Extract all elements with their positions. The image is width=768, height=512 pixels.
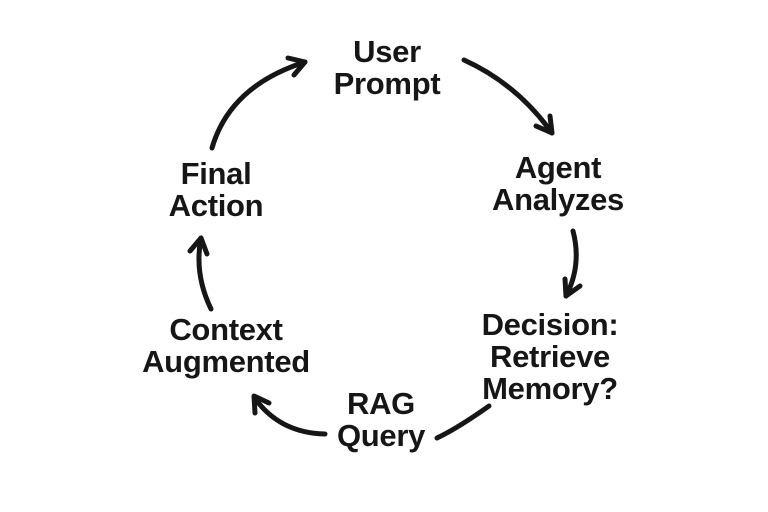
edge-decision-to-rag-curve [434, 403, 492, 441]
node-user-prompt-line: Prompt [333, 66, 441, 101]
edge-context-to-final-arrowhead-icon [187, 235, 210, 257]
node-user-prompt-line: User [353, 34, 421, 69]
node-context-augmented-line: Augmented [142, 344, 310, 379]
edge-rag-to-context-arrow [251, 394, 328, 437]
edge-user-to-agent-arrowhead-icon [533, 113, 555, 136]
node-rag-query-line: Query [336, 418, 426, 453]
edge-agent-to-decision-arrow [563, 228, 579, 299]
node-agent-analyzes-line: Analyzes [492, 182, 624, 217]
node-agent-analyzes: Agent Analyzes [492, 152, 624, 216]
node-decision-line: Memory? [482, 371, 618, 406]
node-decision-line: Decision: [481, 307, 619, 342]
node-decision-line: Retrieve [490, 339, 610, 374]
edge-context-to-final-arrow [196, 235, 214, 312]
edge-rag-to-context-arrowhead-icon [251, 393, 272, 416]
node-context-augmented: Context Augmented [142, 314, 310, 378]
node-decision-retrieve-memory: Decision: Retrieve Memory? [482, 309, 619, 405]
node-rag-query: RAG Query [337, 388, 425, 452]
edge-agent-to-decision-arrowhead-icon [562, 276, 583, 299]
node-final-action: Final Action [169, 158, 264, 222]
node-context-augmented-line: Context [169, 312, 283, 347]
node-final-action-line: Action [168, 188, 264, 223]
node-rag-query-line: RAG [346, 386, 415, 421]
edge-final-to-user-arrow [209, 59, 308, 151]
node-user-prompt: User Prompt [334, 36, 441, 100]
edge-final-to-user-arrowhead-icon [285, 55, 308, 78]
node-final-action-line: Final [180, 156, 252, 191]
edge-user-to-agent-arrow [461, 57, 555, 136]
node-agent-analyzes-line: Agent [514, 150, 602, 185]
